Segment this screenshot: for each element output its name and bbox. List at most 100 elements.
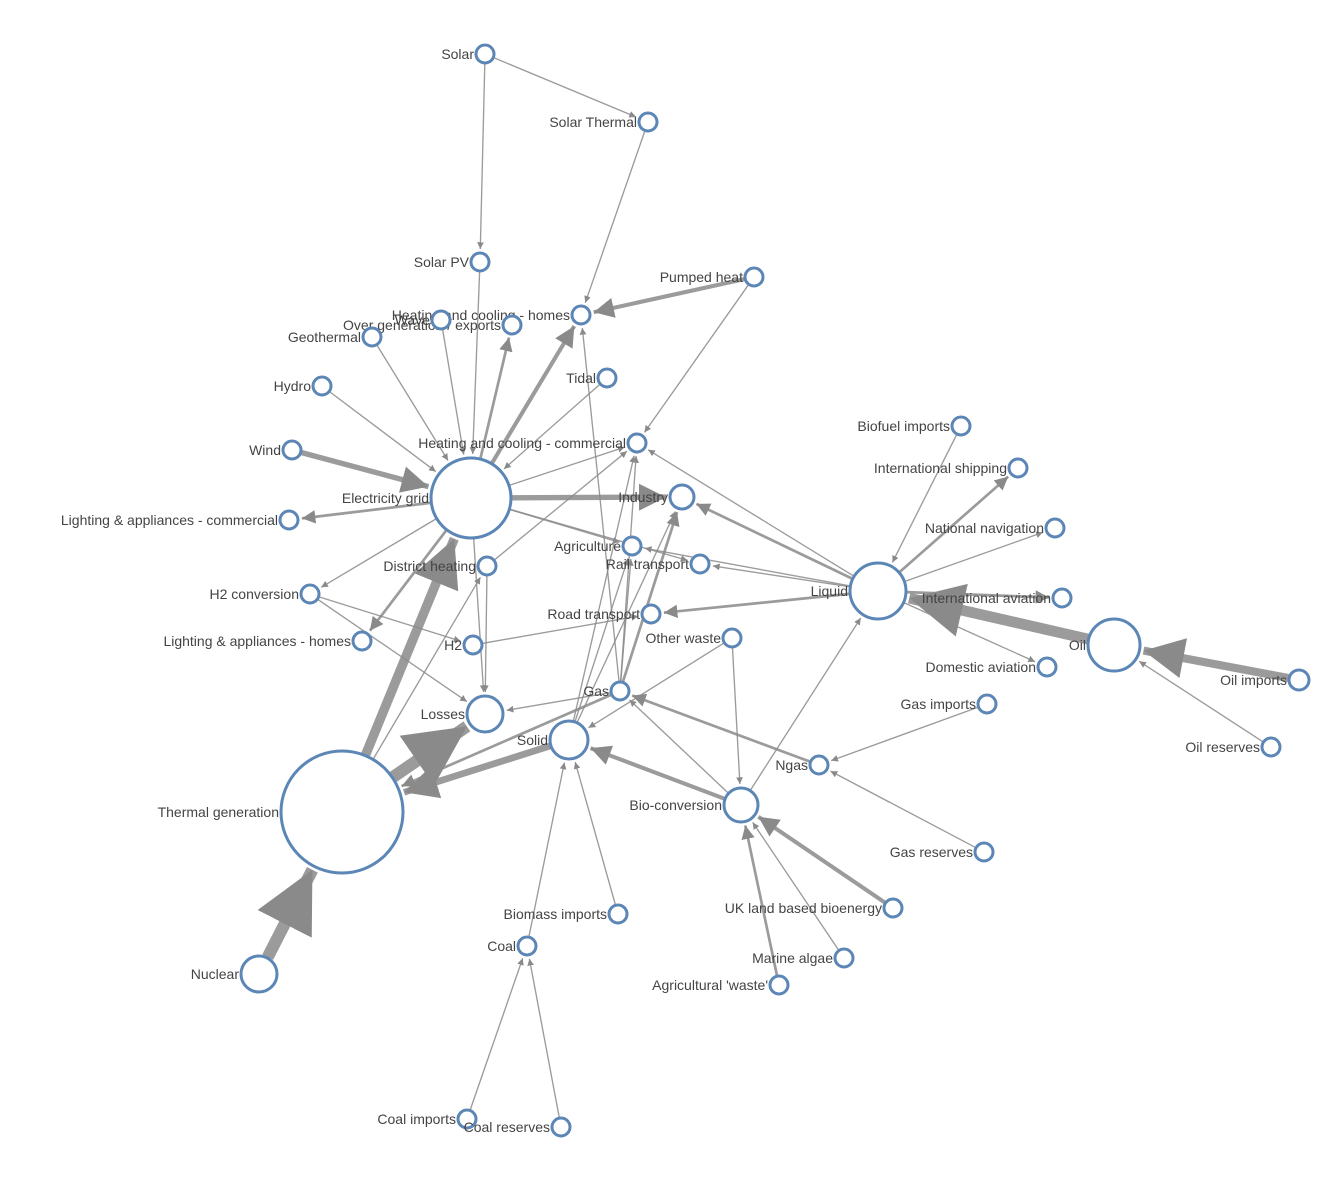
node-circle[interactable]: [311, 375, 333, 397]
node-circle[interactable]: [722, 786, 760, 824]
node-agri-waste[interactable]: Agricultural 'waste': [652, 974, 790, 996]
node-district-heating[interactable]: District heating: [383, 555, 498, 577]
node-circle[interactable]: [462, 634, 484, 656]
node-circle[interactable]: [570, 304, 592, 326]
node-circle[interactable]: [429, 456, 513, 540]
node-circle[interactable]: [1036, 656, 1058, 678]
node-nat-navigation[interactable]: National navigation: [925, 517, 1066, 539]
node-losses[interactable]: Losses: [421, 694, 505, 734]
node-solar-pv[interactable]: Solar PV: [414, 251, 491, 273]
node-nuclear[interactable]: Nuclear: [191, 954, 279, 994]
edge-gas-to-industry: [621, 511, 680, 682]
node-solar-thermal[interactable]: Solar Thermal: [549, 111, 659, 133]
node-circle[interactable]: [808, 754, 830, 776]
node-circle[interactable]: [668, 483, 696, 511]
node-gas-imports[interactable]: Gas imports: [901, 693, 998, 715]
node-coal-imports[interactable]: Coal imports: [377, 1108, 478, 1130]
node-circle[interactable]: [516, 935, 538, 957]
node-electricity-grid[interactable]: Electricity grid: [342, 456, 513, 540]
node-circle[interactable]: [607, 903, 629, 925]
node-circle[interactable]: [976, 693, 998, 715]
node-circle[interactable]: [1287, 668, 1311, 692]
node-circle[interactable]: [1007, 457, 1029, 479]
node-other-waste[interactable]: Other waste: [646, 627, 743, 649]
node-circle[interactable]: [474, 43, 496, 65]
node-circle[interactable]: [1044, 517, 1066, 539]
node-circle[interactable]: [430, 309, 452, 331]
node-circle[interactable]: [637, 111, 659, 133]
node-pumped-heat[interactable]: Pumped heat: [660, 266, 765, 288]
node-circle[interactable]: [609, 680, 631, 702]
node-tidal[interactable]: Tidal: [566, 367, 618, 389]
node-circle[interactable]: [626, 432, 648, 454]
node-circle[interactable]: [351, 630, 373, 652]
node-label: Solid: [517, 732, 548, 748]
node-la-commercial[interactable]: Lighting & appliances - commercial: [61, 509, 300, 531]
node-circle[interactable]: [621, 535, 643, 557]
node-circle[interactable]: [833, 947, 855, 969]
node-circle[interactable]: [476, 555, 498, 577]
node-circle[interactable]: [950, 415, 972, 437]
node-circle[interactable]: [1086, 617, 1142, 673]
node-oil-reserves[interactable]: Oil reserves: [1185, 736, 1282, 758]
node-industry[interactable]: Industry: [618, 483, 696, 511]
node-circle[interactable]: [721, 627, 743, 649]
node-over-gen[interactable]: Over generation / exports: [343, 314, 523, 336]
node-circle[interactable]: [278, 509, 300, 531]
node-circle[interactable]: [361, 326, 383, 348]
node-circle[interactable]: [299, 583, 321, 605]
node-circle[interactable]: [640, 603, 662, 625]
node-circle[interactable]: [743, 266, 765, 288]
node-agriculture[interactable]: Agriculture: [554, 535, 643, 557]
node-uk-bioenergy[interactable]: UK land based bioenergy: [725, 897, 904, 919]
node-geothermal[interactable]: Geothermal: [288, 326, 383, 348]
node-domestic-aviation[interactable]: Domestic aviation: [926, 656, 1058, 678]
node-biofuel-imports[interactable]: Biofuel imports: [857, 415, 972, 437]
node-coal[interactable]: Coal: [487, 935, 538, 957]
node-solar[interactable]: Solar: [441, 43, 496, 65]
node-hydro[interactable]: Hydro: [274, 375, 333, 397]
node-circle[interactable]: [548, 719, 590, 761]
node-bio-conversion[interactable]: Bio-conversion: [629, 786, 760, 824]
node-circle[interactable]: [281, 439, 303, 461]
node-h2-conversion[interactable]: H2 conversion: [210, 583, 321, 605]
node-label: Other waste: [646, 630, 722, 646]
node-circle[interactable]: [848, 561, 908, 621]
node-ngas[interactable]: Ngas: [775, 754, 830, 776]
node-circle[interactable]: [279, 749, 405, 875]
node-label: Losses: [421, 706, 465, 722]
node-thermal-generation[interactable]: Thermal generation: [158, 749, 405, 875]
node-circle[interactable]: [768, 974, 790, 996]
node-oil-imports[interactable]: Oil imports: [1220, 668, 1311, 692]
node-circle[interactable]: [882, 897, 904, 919]
node-circle[interactable]: [1051, 587, 1073, 609]
node-liquid[interactable]: Liquid: [811, 561, 908, 621]
node-circle[interactable]: [596, 367, 618, 389]
node-solid[interactable]: Solid: [517, 719, 590, 761]
node-circle[interactable]: [1260, 736, 1282, 758]
node-circle[interactable]: [239, 954, 279, 994]
node-circle[interactable]: [456, 1108, 478, 1130]
node-circle[interactable]: [501, 314, 523, 336]
node-gas[interactable]: Gas: [583, 680, 631, 702]
node-circle[interactable]: [973, 841, 995, 863]
node-biomass-imports[interactable]: Biomass imports: [504, 903, 629, 925]
node-circle[interactable]: [689, 553, 711, 575]
node-rail[interactable]: Rail transport: [606, 553, 711, 575]
node-wind[interactable]: Wind: [249, 439, 303, 461]
node-road[interactable]: Road transport: [547, 603, 662, 625]
node-la-homes[interactable]: Lighting & appliances - homes: [163, 630, 373, 652]
node-marine-algae[interactable]: Marine algae: [752, 947, 855, 969]
node-gas-reserves[interactable]: Gas reserves: [890, 841, 995, 863]
node-int-shipping[interactable]: International shipping: [874, 457, 1029, 479]
node-oil[interactable]: Oil: [1069, 617, 1142, 673]
node-circle[interactable]: [465, 694, 505, 734]
node-circle[interactable]: [469, 251, 491, 273]
node-label: Industry: [618, 489, 668, 505]
node-h2[interactable]: H2: [444, 634, 484, 656]
node-int-aviation[interactable]: International aviation: [922, 587, 1073, 609]
node-coal-reserves[interactable]: Coal reserves: [464, 1116, 572, 1138]
node-wave[interactable]: Wave: [395, 309, 452, 331]
node-hc-commercial[interactable]: Heating and cooling - commercial: [418, 432, 648, 454]
node-circle[interactable]: [550, 1116, 572, 1138]
